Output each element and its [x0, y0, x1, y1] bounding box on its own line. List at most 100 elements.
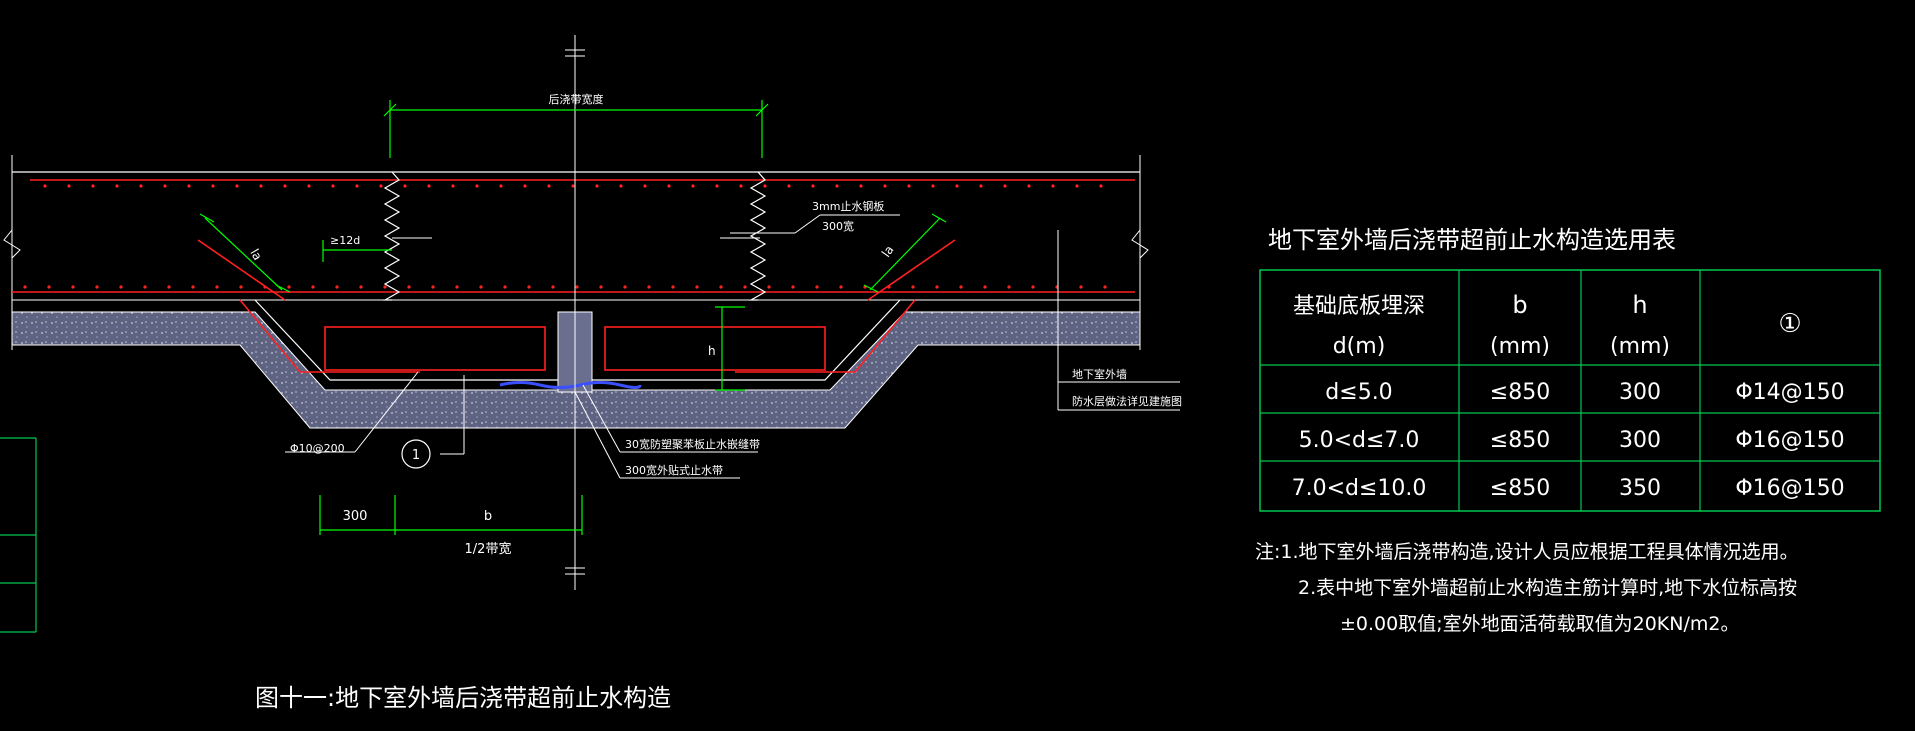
header-h-unit: (mm)	[1610, 334, 1670, 359]
dim-300-label: 300	[343, 509, 368, 524]
outer-wall-label: 地下室外墙	[1072, 367, 1127, 381]
rebar-dot	[1031, 285, 1035, 289]
left-edge-frame	[0, 437, 37, 633]
rebar-dot	[479, 285, 483, 289]
drawing-caption: 图十一:地下室外墙后浇带超前止水构造	[255, 684, 671, 712]
right-diagonal-rebar	[867, 239, 956, 301]
rebar-dot	[551, 285, 555, 289]
rebar-dot	[787, 184, 791, 188]
row2-depth: 5.0<d≤7.0	[1299, 428, 1420, 453]
rebar-dot	[91, 184, 95, 188]
note-line-2: 2.表中地下室外墙超前止水构造主筋计算时,地下水位标高按	[1298, 577, 1797, 599]
waterstop-label: 300宽外贴式止水带	[625, 463, 723, 477]
row3-h: 350	[1619, 476, 1661, 501]
rebar-dot	[43, 184, 47, 188]
row3-depth: 7.0<d≤10.0	[1292, 476, 1427, 501]
rebar-dot	[187, 184, 191, 188]
rebar-dot	[499, 184, 503, 188]
rebar-dot	[619, 184, 623, 188]
rebar-dot	[235, 184, 239, 188]
rebar-dot	[887, 285, 891, 289]
rebar-cage-right	[604, 326, 826, 371]
rebar-dot	[95, 285, 99, 289]
rebar-dot	[259, 184, 263, 188]
rebar-dot	[23, 285, 27, 289]
note-line-1: 注:1.地下室外墙后浇带构造,设计人员应根据工程具体情况选用。	[1255, 541, 1799, 563]
rebar-dot	[455, 285, 459, 289]
rebar-dot	[431, 285, 435, 289]
rebar-phi10-label: Φ10@200	[290, 442, 345, 455]
rebar-dot	[331, 184, 335, 188]
rebar-dot	[143, 285, 147, 289]
waterstop-tape	[499, 381, 642, 389]
concrete-base	[11, 311, 1141, 429]
la-right-label: la	[879, 243, 897, 260]
sealant-label: 30宽防塑聚苯板止水嵌缝带	[625, 437, 760, 451]
band-rebar-right	[735, 299, 916, 373]
rebar-dot	[527, 285, 531, 289]
rebar-dot	[811, 184, 815, 188]
rebar-dot	[547, 184, 551, 188]
rebar-dot	[983, 285, 987, 289]
rebar-dot	[739, 184, 743, 188]
leader-lines	[285, 214, 1180, 479]
rebar-dot	[1003, 184, 1007, 188]
rebar-cage-left	[324, 326, 546, 371]
rebar-dot	[335, 285, 339, 289]
rebar-dot	[139, 184, 143, 188]
rebar-dot	[883, 184, 887, 188]
header-depth-unit: d(m)	[1333, 334, 1386, 359]
rebar-dot	[767, 285, 771, 289]
rebar-dot	[595, 184, 599, 188]
break-mark-right	[1131, 229, 1149, 259]
rebar-dot	[311, 285, 315, 289]
rebar-dot	[671, 285, 675, 289]
band-rebar-left	[239, 299, 420, 373]
row1-rebar: Φ14@150	[1735, 380, 1844, 405]
rebar-dot	[911, 285, 915, 289]
rebar-dot	[623, 285, 627, 289]
rebar-dot	[907, 184, 911, 188]
rebar-dot	[47, 285, 51, 289]
rebar-dot	[815, 285, 819, 289]
rebar-dot	[263, 285, 267, 289]
row1-h: 300	[1619, 380, 1661, 405]
rebar-dot	[503, 285, 507, 289]
header-b-unit: (mm)	[1490, 334, 1550, 359]
row3-rebar: Φ16@150	[1735, 476, 1844, 501]
rebar-dot	[359, 285, 363, 289]
half-band-label: 1/2带宽	[465, 541, 512, 557]
rebar-dot	[691, 184, 695, 188]
rebar-dot	[1051, 184, 1055, 188]
rebar-dot	[1027, 184, 1031, 188]
rebar-dot	[791, 285, 795, 289]
steel-plate-label: 3mm止水钢板	[812, 199, 884, 213]
steel-plate-width-label: 300宽	[822, 219, 854, 233]
rebar-dot	[763, 184, 767, 188]
rebar-dot	[575, 285, 579, 289]
rebar-dot	[931, 184, 935, 188]
rebar-dot	[839, 285, 843, 289]
row1-b: ≤850	[1490, 380, 1550, 405]
rebar-dot	[979, 184, 983, 188]
row1-depth: d≤5.0	[1325, 380, 1392, 405]
marker-1-label: 1	[412, 448, 420, 463]
rebar-dot	[955, 184, 959, 188]
bottom-rebar-dots	[23, 285, 1107, 289]
header-marker-1: ①	[1778, 309, 1801, 339]
rebar-dot	[215, 285, 219, 289]
rebar-dot	[119, 285, 123, 289]
rebar-dot	[71, 285, 75, 289]
rebar-dot	[599, 285, 603, 289]
break-mark-left	[3, 229, 21, 259]
row2-b: ≤850	[1490, 428, 1550, 453]
rebar-dot	[167, 285, 171, 289]
rebar-dot	[403, 184, 407, 188]
row2-h: 300	[1619, 428, 1661, 453]
left-diagonal-rebar	[197, 239, 286, 301]
rebar-dot	[1099, 184, 1103, 188]
table-title: 地下室外墙后浇带超前止水构造选用表	[1268, 226, 1676, 254]
selection-table: 基础底板埋深 d(m) b (mm) h (mm) ① d≤5.0 ≤850 3…	[1259, 269, 1881, 512]
row2-rebar: Φ16@150	[1735, 428, 1844, 453]
